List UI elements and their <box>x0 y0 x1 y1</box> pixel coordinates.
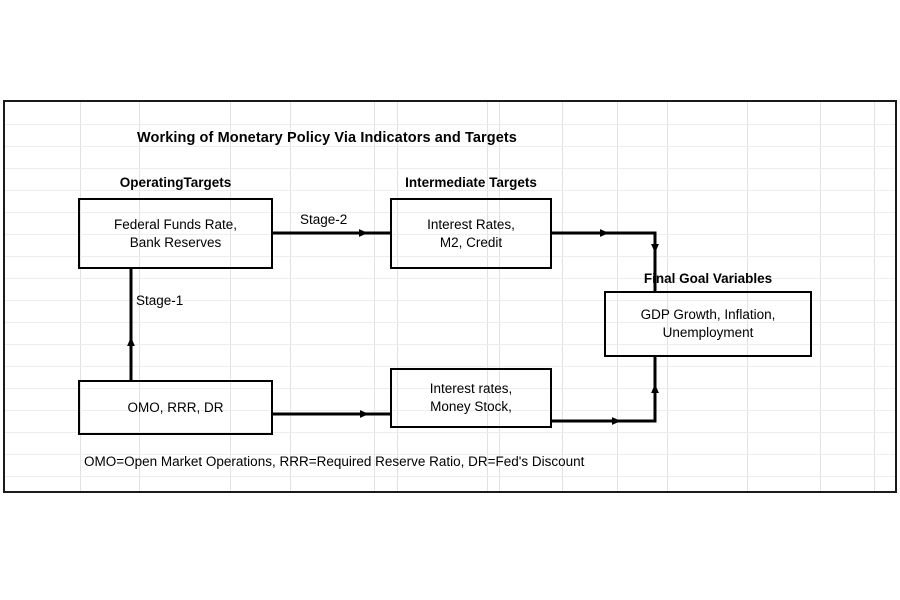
caption-intermediate-targets: Intermediate Targets <box>405 175 537 190</box>
node-policy-instruments-text: OMO, RRR, DR <box>127 399 224 415</box>
node-final-goal-variables[interactable]: GDP Growth, Inflation, Unemployment <box>604 291 812 357</box>
gridline-horizontal <box>5 322 895 323</box>
node-intermediate-targets-text: Interest Rates, M2, Credit <box>427 216 515 250</box>
gridline-vertical <box>230 102 231 491</box>
gridline-horizontal <box>5 366 895 367</box>
node-operating-targets-text: Federal Funds Rate, Bank Reserves <box>113 216 238 250</box>
gridline-horizontal <box>5 300 895 301</box>
gridline-vertical <box>747 102 748 491</box>
caption-final-goal-variables: Final Goal Variables <box>643 271 773 286</box>
edge-label-stage-2: Stage-2 <box>300 212 348 227</box>
node-operating-targets[interactable]: Federal Funds Rate, Bank Reserves <box>78 198 273 269</box>
caption-operating-targets: OperatingTargets <box>119 175 232 190</box>
gridline-horizontal <box>5 146 895 147</box>
gridline-horizontal <box>5 124 895 125</box>
gridline-horizontal <box>5 168 895 169</box>
gridline-vertical <box>499 102 500 491</box>
gridline-vertical <box>874 102 875 491</box>
gridline-horizontal <box>5 256 895 257</box>
gridline-vertical <box>487 102 488 491</box>
diagram-title: Working of Monetary Policy Via Indicator… <box>137 130 517 146</box>
node-lower-intermediate[interactable]: Interest rates, Money Stock, <box>390 368 552 428</box>
gridline-horizontal <box>5 190 895 191</box>
gridline-horizontal <box>5 212 895 213</box>
gridline-vertical <box>139 102 140 491</box>
gridline-vertical <box>667 102 668 491</box>
node-final-goal-variables-text: GDP Growth, Inflation, Unemployment <box>640 307 776 340</box>
node-policy-instruments[interactable]: OMO, RRR, DR <box>78 380 273 435</box>
gridline-vertical <box>397 102 398 491</box>
legend-footnote: OMO=Open Market Operations, RRR=Required… <box>84 454 585 469</box>
gridline-vertical <box>820 102 821 491</box>
gridline-vertical <box>617 102 618 491</box>
gridline-vertical <box>374 102 375 491</box>
node-intermediate-targets[interactable]: Interest Rates, M2, Credit <box>390 198 552 269</box>
gridline-horizontal <box>5 388 895 389</box>
gridline-horizontal <box>5 454 895 455</box>
edge-label-stage-1: Stage-1 <box>136 293 184 308</box>
gridline-horizontal <box>5 344 895 345</box>
gridline-vertical <box>562 102 563 491</box>
gridline-horizontal <box>5 410 895 411</box>
gridline-vertical <box>80 102 81 491</box>
gridline-vertical <box>290 102 291 491</box>
gridline-horizontal <box>5 476 895 477</box>
gridline-horizontal <box>5 432 895 433</box>
node-lower-intermediate-text: Interest rates, Money Stock, <box>429 381 513 414</box>
gridline-horizontal <box>5 234 895 235</box>
gridline-horizontal <box>5 278 895 279</box>
